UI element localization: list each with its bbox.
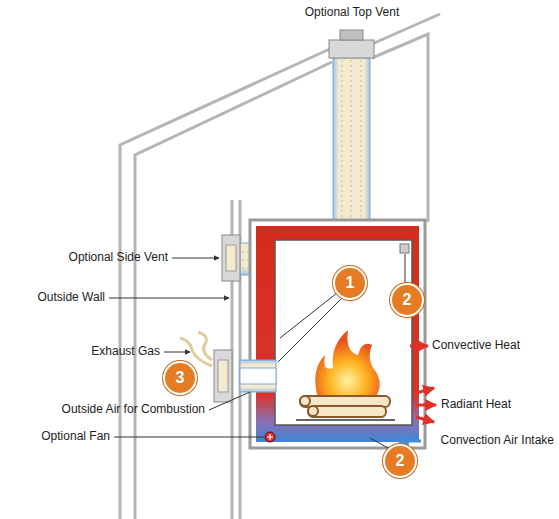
part-label: Optional Fan bbox=[41, 430, 110, 443]
lower-vent-cap bbox=[214, 350, 232, 402]
part-label: Optional Top Vent bbox=[305, 6, 400, 19]
firebox bbox=[275, 240, 412, 425]
pipe-texture bbox=[342, 60, 361, 228]
logs bbox=[300, 396, 390, 417]
callout-text: 3 bbox=[176, 370, 185, 386]
lower-vent-cap bbox=[218, 360, 228, 392]
fire bbox=[315, 330, 380, 398]
callout-number: 1 bbox=[333, 266, 367, 300]
top-vent-cap bbox=[340, 30, 363, 40]
part-label: Optional Side Vent bbox=[69, 251, 168, 264]
part-label: Radiant Heat bbox=[441, 398, 511, 411]
part-label: Convection Air Intake bbox=[441, 434, 554, 447]
part-label: Outside Wall bbox=[37, 291, 105, 304]
side-vent-cap bbox=[222, 235, 240, 281]
air-intake-arrow bbox=[398, 440, 421, 443]
house-outline bbox=[120, 14, 440, 519]
part-label: Outside Air for Combustion bbox=[62, 403, 205, 416]
callout-text: 2 bbox=[396, 453, 405, 469]
callout-number: 2 bbox=[390, 283, 424, 317]
combustion-pipe bbox=[240, 360, 276, 392]
part-label: Convective Heat bbox=[432, 339, 520, 352]
grate bbox=[296, 419, 395, 421]
callout-number: 2 bbox=[383, 444, 417, 478]
top-vent-cap bbox=[329, 40, 374, 58]
side-vent-cap bbox=[226, 245, 236, 271]
sensor bbox=[400, 244, 409, 253]
heat-exchanger bbox=[256, 226, 419, 442]
combustion-pipe bbox=[240, 368, 276, 384]
part-label: Exhaust Gas bbox=[91, 345, 160, 358]
flue-pipe bbox=[333, 58, 370, 230]
callout-number: 3 bbox=[163, 361, 197, 395]
heat-arrow bbox=[410, 346, 436, 422]
fan-symbol bbox=[267, 434, 273, 440]
callout-text: 1 bbox=[346, 275, 355, 291]
fan-symbol bbox=[265, 432, 275, 442]
fireplace-housing bbox=[250, 220, 425, 448]
callout-text: 2 bbox=[403, 292, 412, 308]
